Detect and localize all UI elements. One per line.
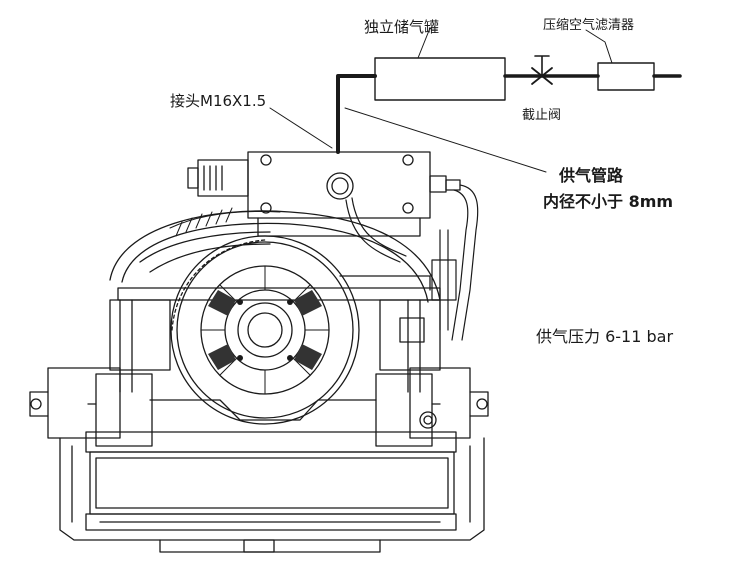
lower-frame	[29, 367, 489, 553]
supply-pressure-label: 供气压力 6-11 bar	[536, 327, 674, 346]
side-pipes	[345, 184, 479, 341]
caliper-housing	[109, 210, 441, 393]
shutoff-valve-icon	[531, 55, 553, 85]
air-tank	[374, 57, 506, 101]
supply-pipeline	[336, 74, 682, 154]
valve-label: 截止阀	[522, 108, 562, 123]
supply-line-diameter-label: 内径不小于 8mm	[543, 192, 674, 211]
air-filter	[597, 62, 655, 91]
supply-line-label: 供气管路	[559, 166, 624, 185]
connector-label: 接头M16X1.5	[170, 92, 267, 110]
rotor-disc	[170, 235, 360, 425]
leader-lines	[269, 27, 613, 173]
filter-label: 压缩空气滤清器	[543, 18, 635, 33]
cable-chain	[169, 207, 281, 237]
valve-block	[187, 151, 461, 237]
tank-label: 独立储气罐	[364, 18, 440, 36]
